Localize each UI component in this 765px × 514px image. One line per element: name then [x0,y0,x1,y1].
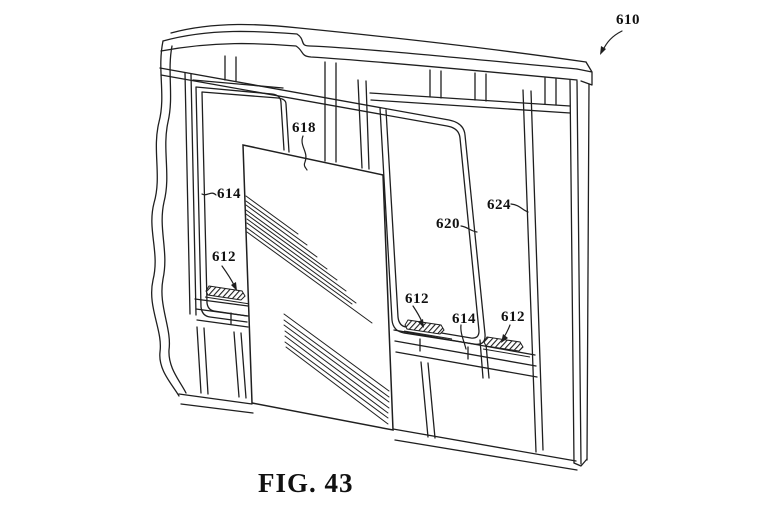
mid-stud [357,79,370,170]
glass-panel-618 [242,144,394,431]
ref-label-612-right: 612 [501,309,525,325]
panel-reflection-upper [245,195,373,324]
window-frame-614-inner [201,91,290,317]
left-sill-rails [194,298,249,328]
figure-caption: FIG. 43 [258,468,354,498]
torn-edge-outer [151,40,180,397]
left-jamb-stud [184,72,197,316]
connector-strip-mid [404,319,445,335]
strip-base-right [482,348,531,358]
leader-612-right [503,324,511,338]
connector-strips-612 [204,285,531,358]
arrowhead-612-left [231,282,237,291]
leader-614-mid [460,324,467,350]
cripple-stud-4 [474,72,487,102]
right-opening-header [369,92,571,114]
leader-620 [460,225,478,233]
jamb-stud-624 [522,89,544,453]
left-opening-header [192,79,284,89]
leader-618 [301,135,308,171]
connector-strip-left [205,285,246,301]
left-lower-stud-2 [233,331,247,399]
right-sill-ticks [419,338,469,360]
leader-610 [602,30,623,51]
wall-frame [151,23,593,471]
panel-reflection-lower [283,313,390,425]
right-lower-stud [420,361,436,439]
window-frame-614-outer [195,86,285,323]
cripple-stud-2 [324,61,337,163]
top-plate-topface [170,23,587,63]
window-frame-620-inner [160,74,480,339]
top-plate-end-cap [576,61,593,86]
strip-base-left [204,296,251,305]
leader-614-left [201,192,217,196]
top-plate-front-bottom [160,42,578,81]
bottom-plate-left [178,393,254,414]
ref-label-618: 618 [292,120,316,136]
leader-624 [510,203,529,213]
arrowhead-612-mid [418,319,424,328]
window-frame-620-outer [159,67,486,345]
cripple-stud-3 [429,69,442,99]
ref-label-612-mid: 612 [405,291,429,307]
cripple-stud-1 [224,55,237,82]
leader-612-mid [412,305,423,323]
ref-label-610: 610 [616,12,640,28]
strip-base-mid [403,330,453,340]
left-lower-stud-1 [196,326,209,395]
corner-post [569,79,590,465]
bottom-plate-right [392,428,578,471]
ref-label-612-left: 612 [212,249,236,265]
top-plate-front-top [162,30,578,70]
ref-label-614-mid: 614 [452,311,476,327]
corner-post-foot [573,458,588,467]
connector-strip-right [483,336,524,352]
ref-label-624: 624 [487,197,511,213]
leader-612-left [221,265,235,286]
leader-lines [201,30,623,350]
cripple-stud-5 [544,77,557,106]
arrowhead-610 [600,46,606,55]
ref-label-620: 620 [436,216,460,232]
panel-outline [242,144,394,431]
ref-label-614-left: 614 [217,186,241,202]
arrowhead-612-right [501,334,508,343]
torn-edge-inner [161,45,187,394]
